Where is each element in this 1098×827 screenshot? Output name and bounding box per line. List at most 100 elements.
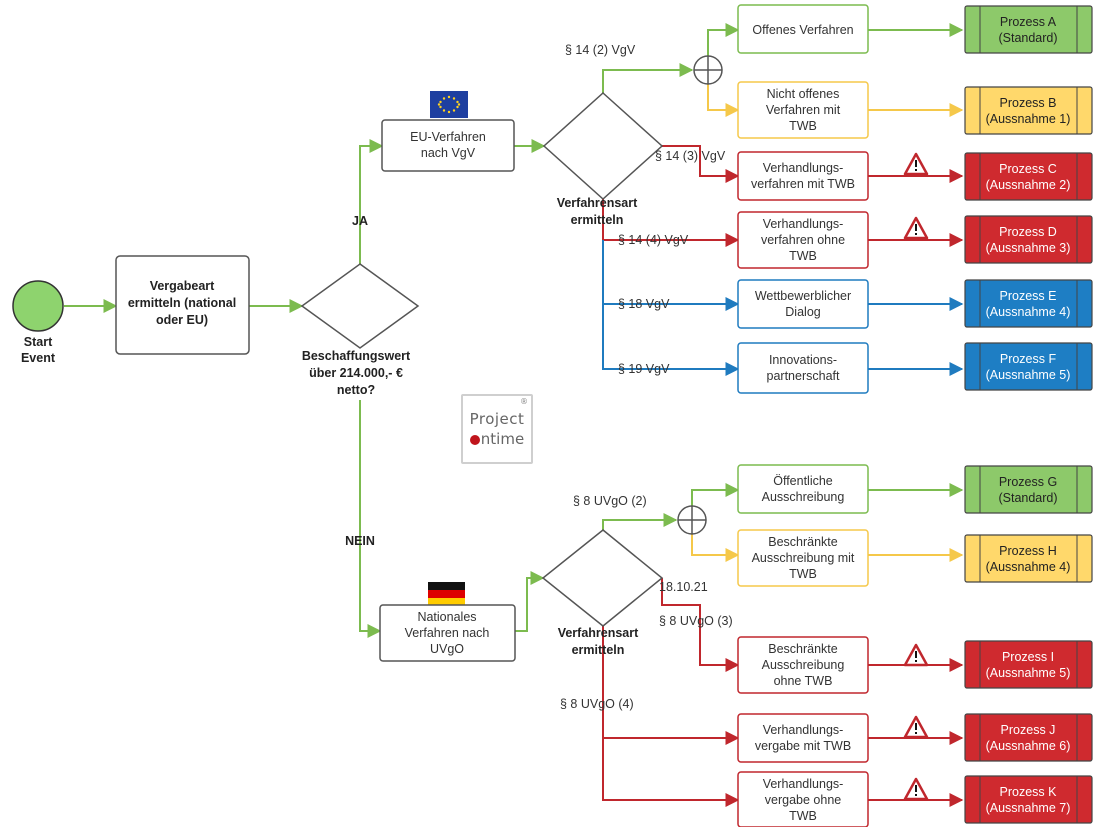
procedure-label: ohne TWB [774, 674, 833, 688]
logo-dot-icon [469, 435, 480, 445]
procedure-beschraenkte-ausschreibung-mit-twb: Beschränkte Ausschreibung mit TWB [737, 529, 869, 587]
procedure-verhandlungsverfahren-ohne-twb: Verhandlungs- verfahren ohne TWB [737, 211, 869, 269]
edge-label-vgv-14-4: § 14 (4) VgV [618, 233, 689, 247]
process-h: Prozess H (Aussnahme 4) [964, 534, 1093, 583]
process-label: (Aussnahme 5) [986, 666, 1071, 680]
logo-line-2: ntime [463, 430, 531, 448]
procedure-label: Öffentliche [773, 474, 833, 488]
procedure-label: vergabe ohne [765, 793, 842, 807]
process-label: (Aussnahme 2) [986, 178, 1071, 192]
edges-yellow [691, 81, 964, 562]
process-label: Prozess B [1000, 96, 1057, 110]
nat-verfahrensart-label-2: ermitteln [572, 643, 625, 657]
process-label: (Standard) [998, 491, 1057, 505]
eu-verfahren-task [381, 119, 515, 172]
process-i: Prozess I (Aussnahme 5) [964, 640, 1093, 689]
process-label: (Aussnahme 7) [986, 801, 1071, 815]
process-j: Prozess J (Aussnahme 6) [964, 713, 1093, 762]
warning-icon [903, 216, 929, 240]
eu-verfahrensart-gateway [542, 91, 664, 201]
procedure-label: Offenes Verfahren [752, 23, 853, 37]
edge-label-uvgo-8-3: § 8 UVgO (3) [659, 614, 733, 628]
procedure-label: Ausschreibung [762, 658, 845, 672]
process-g: Prozess G (Standard) [964, 465, 1093, 514]
logo-line-2-text: ntime [480, 430, 525, 448]
procedure-label: TWB [789, 809, 817, 823]
eu-flag-icon [430, 91, 468, 118]
eu-verfahrensart-label-1: Verfahrensart [557, 196, 638, 210]
edge-label-uvgo-8-2: § 8 UVgO (2) [573, 494, 647, 508]
process-label: (Aussnahme 4) [986, 305, 1071, 319]
procedure-label: Verhandlungs- [763, 161, 844, 175]
procedure-label: Beschränkte [768, 535, 838, 549]
process-label: (Aussnahme 6) [986, 739, 1071, 753]
procedure-label: Verhandlungs- [763, 777, 844, 791]
procedure-label: TWB [789, 249, 817, 263]
process-label: Prozess A [1000, 15, 1057, 29]
nat-verfahrensart-gateway [541, 529, 664, 627]
process-label: Prozess G [999, 475, 1057, 489]
procedure-label: Verhandlungs- [763, 217, 844, 231]
edge-label-vgv-18: § 18 VgV [618, 297, 670, 311]
eu-verfahrensart-label-2: ermitteln [571, 213, 624, 227]
procedure-label: partnerschaft [767, 369, 840, 383]
beschaffungswert-gateway [300, 263, 420, 349]
process-d: Prozess D (Aussnahme 3) [964, 215, 1093, 264]
procedure-label: verfahren ohne [761, 233, 845, 247]
procedure-label: verfahren mit TWB [751, 177, 855, 191]
procedure-offenes-verfahren: Offenes Verfahren [737, 4, 869, 54]
parallel-gateway-nat [677, 505, 707, 535]
edge-label-vgv-14-2: § 14 (2) VgV [565, 43, 636, 57]
procedure-label: Nicht offenes [767, 87, 840, 101]
procedure-beschraenkte-ausschreibung-ohne-twb: Beschränkte Ausschreibung ohne TWB [737, 636, 869, 694]
german-flag-icon [428, 582, 465, 606]
eu-verfahren-label-1: EU-Verfahren [410, 130, 486, 144]
parallel-gateway-eu [693, 55, 723, 85]
process-label: Prozess J [1001, 723, 1056, 737]
edges-main [64, 23, 964, 638]
process-label: Prozess F [1000, 352, 1057, 366]
warning-icon [903, 643, 929, 667]
process-a: Prozess A (Standard) [964, 5, 1093, 54]
process-label: (Aussnahme 4) [986, 560, 1071, 574]
warning-icon [903, 715, 929, 739]
edge-label-uvgo-8-4: § 8 UVgO (4) [560, 697, 634, 711]
warning-icon [903, 152, 929, 176]
procedure-oeffentliche-ausschreibung: Öffentliche Ausschreibung [737, 464, 869, 514]
vergabeart-label-1: Vergabeart [150, 279, 215, 293]
procedure-label: Beschränkte [768, 642, 838, 656]
nationales-verfahren-label-1: Nationales [417, 610, 476, 624]
procedure-verhandlungsvergabe-ohne-twb: Verhandlungs- vergabe ohne TWB [737, 771, 869, 827]
procedure-label: Verhandlungs- [763, 723, 844, 737]
procedure-verhandlungsvergabe-mit-twb: Verhandlungs- vergabe mit TWB [737, 713, 869, 763]
procedure-label: vergabe mit TWB [755, 739, 851, 753]
nat-verfahrensart-label-1: Verfahrensart [558, 626, 639, 640]
start-label-1: Start [24, 335, 53, 349]
process-label: Prozess K [1000, 785, 1058, 799]
nationales-verfahren-task [379, 604, 516, 662]
process-label: (Aussnahme 3) [986, 241, 1071, 255]
edge-label-vgv-19: § 19 VgV [618, 362, 670, 376]
nationales-verfahren-label-3: UVgO [430, 642, 464, 656]
edge-label-date: 18.10.21 [659, 580, 708, 594]
branch-nein-label: NEIN [345, 534, 375, 548]
procedure-wettbewerblicher-dialog: Wettbewerblicher Dialog [737, 279, 869, 329]
beschaffungswert-label-1: Beschaffungswert [302, 349, 411, 363]
vergabeart-label-2: ermitteln (national [128, 296, 236, 310]
procedure-label: Verfahren mit [766, 103, 841, 117]
procedure-verhandlungsverfahren-mit-twb: Verhandlungs- verfahren mit TWB [737, 151, 869, 201]
logo-line-1: Project [469, 410, 525, 428]
process-label: Prozess I [1002, 650, 1054, 664]
process-label: (Aussnahme 1) [986, 112, 1071, 126]
edge-label-vgv-14-3: § 14 (3) VgV [655, 149, 726, 163]
branch-ja-label: JA [352, 214, 368, 228]
process-f: Prozess F (Aussnahme 5) [964, 342, 1093, 391]
beschaffungswert-label-2: über 214.000,- € [309, 366, 403, 380]
start-label-2: Event [21, 351, 56, 365]
vergabeart-task [115, 255, 250, 355]
nationales-verfahren-label-2: Verfahren nach [405, 626, 490, 640]
procedure-label: Ausschreibung [762, 490, 845, 504]
process-label: Prozess H [999, 544, 1057, 558]
process-label: (Standard) [998, 31, 1057, 45]
